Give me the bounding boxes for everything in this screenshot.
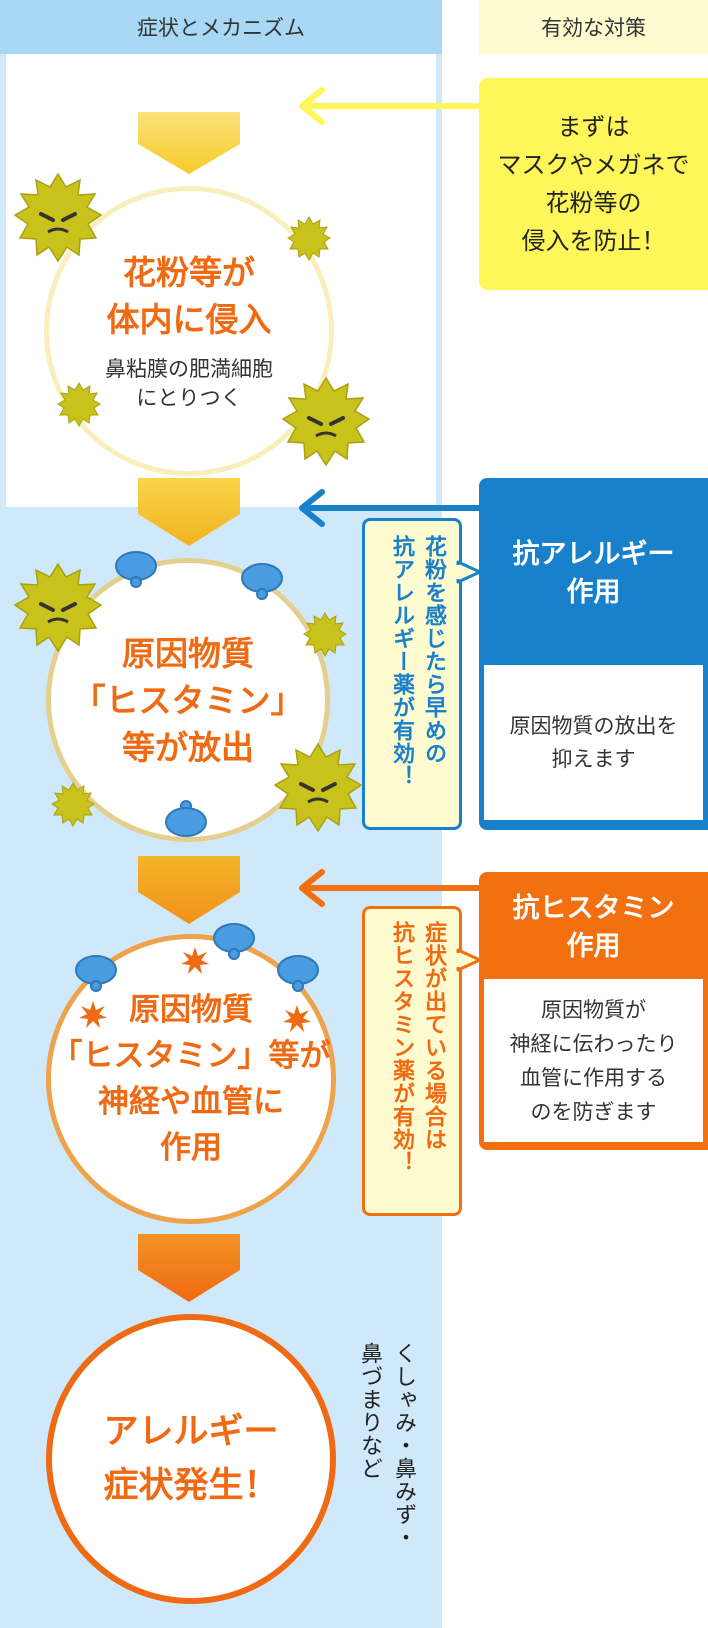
anti-histamine-body-line-2: 神経に伝わったり bbox=[509, 1031, 678, 1056]
step-1-subtitle: 鼻粘膜の肥満細胞 にとりつく bbox=[105, 355, 273, 413]
step-1-title-line-2: 体内に侵入 bbox=[106, 300, 272, 339]
step-2-title-line-2: 「ヒスタミン」 bbox=[72, 680, 304, 720]
anti-histamine-title: 抗ヒスタミン 作用 bbox=[484, 877, 703, 979]
pollen-icon bbox=[281, 376, 371, 467]
pollen-icon bbox=[303, 611, 347, 658]
pollen-icon bbox=[13, 562, 103, 653]
spark-icon bbox=[283, 1005, 311, 1032]
step-1-sub-line-2: にとりつく bbox=[136, 386, 242, 410]
anti-allergy-note-line-2: 抗アレルギー薬が有効！ bbox=[389, 535, 414, 788]
anti-allergy-body-line-1: 原因物質の放出を bbox=[509, 713, 678, 738]
down-arrow-3 bbox=[138, 856, 240, 924]
down-arrow-2 bbox=[138, 478, 240, 546]
pollen-icon bbox=[287, 215, 331, 262]
step-2-title-line-3: 等が放出 bbox=[122, 727, 254, 767]
step-3-title-line-4: 作用 bbox=[160, 1130, 222, 1166]
anti-histamine-body-line-1: 原因物質が bbox=[541, 997, 646, 1022]
anti-histamine-body-line-4: のを防ぎます bbox=[530, 1099, 657, 1124]
histamine-molecule-icon bbox=[115, 551, 157, 588]
mask-line-1: まずは bbox=[557, 113, 630, 141]
mask-prevention-box: まずは マスクやメガネで 花粉等の 侵入を防止！ bbox=[479, 78, 708, 290]
mask-line-4: 侵入を防止！ bbox=[521, 227, 666, 255]
step-4-title: アレルギー 症状発生！ bbox=[103, 1405, 278, 1513]
anti-histamine-description: 原因物質が 神経に伝わったり 血管に作用する のを防ぎます bbox=[484, 979, 703, 1142]
header-effective-measures: 有効な対策 bbox=[479, 0, 708, 54]
anti-allergy-drug-note: 花粉を感じたら早めの 抗アレルギー薬が有効！ bbox=[362, 518, 462, 830]
mask-line-2: マスクやメガネで bbox=[497, 151, 690, 179]
anti-allergy-title-line-1: 抗アレルギー bbox=[512, 539, 675, 570]
header-symptoms-mechanism: 症状とメカニズム bbox=[0, 0, 442, 54]
step-1-title: 花粉等が 体内に侵入 bbox=[107, 249, 272, 343]
pollen-icon bbox=[273, 742, 363, 833]
step-2-title-line-1: 原因物質 bbox=[122, 633, 254, 673]
anti-histamine-note-text: 症状が出ている場合は 抗ヒスタミン薬が有効！ bbox=[385, 921, 449, 1209]
step-2-title: 原因物質 「ヒスタミン」 等が放出 bbox=[73, 630, 304, 771]
step-4-title-line-1: アレルギー bbox=[103, 1412, 279, 1452]
symptoms-line-2: 鼻づまりなど bbox=[357, 1342, 382, 1480]
arrow-left-yellow bbox=[299, 87, 480, 125]
anti-allergy-title-line-2: 作用 bbox=[566, 577, 621, 608]
anti-allergy-body-line-2: 抑えます bbox=[551, 746, 636, 771]
step-1-sub-line-1: 鼻粘膜の肥満細胞 bbox=[105, 357, 273, 381]
anti-histamine-body-line-3: 血管に作用する bbox=[520, 1065, 667, 1090]
step-3-title-line-3: 神経や血管に bbox=[98, 1084, 284, 1120]
step-allergy-onset-circle: アレルギー 症状発生！ bbox=[46, 1314, 336, 1604]
anti-histamine-note-line-2: 抗ヒスタミン薬が有効！ bbox=[389, 921, 414, 1174]
histamine-molecule-icon bbox=[165, 800, 207, 837]
header-symptoms-label: 症状とメカニズム bbox=[137, 16, 305, 40]
symptoms-line-1: くしゃみ・鼻みず・ bbox=[391, 1342, 416, 1549]
anti-allergy-box: 抗アレルギー 作用 原因物質の放出を 抑えます bbox=[479, 478, 708, 830]
step-4-title-line-2: 症状発生！ bbox=[103, 1466, 279, 1506]
anti-histamine-box: 抗ヒスタミン 作用 原因物質が 神経に伝わったり 血管に作用する のを防ぎます bbox=[479, 872, 708, 1150]
anti-histamine-title-line-2: 作用 bbox=[566, 931, 621, 962]
histamine-molecule-icon bbox=[277, 955, 319, 992]
step-3-title-line-1: 原因物質 bbox=[129, 992, 253, 1028]
step-1-title-line-1: 花粉等が bbox=[123, 253, 255, 292]
anti-histamine-title-line-1: 抗ヒスタミン bbox=[512, 893, 675, 924]
mask-line-3: 花粉等の bbox=[545, 189, 642, 217]
step-3-title: 原因物質 「ヒスタミン」等が 神経や血管に 作用 bbox=[52, 987, 331, 1171]
arrow-left-orange bbox=[299, 869, 480, 907]
histamine-molecule-icon bbox=[213, 923, 255, 960]
spark-icon bbox=[79, 1001, 107, 1028]
step-histamine-release-circle: 原因物質 「ヒスタミン」 等が放出 bbox=[46, 558, 330, 842]
anti-allergy-description: 原因物質の放出を 抑えます bbox=[484, 665, 703, 820]
histamine-molecule-icon bbox=[75, 955, 117, 992]
anti-allergy-note-text: 花粉を感じたら早めの 抗アレルギー薬が有効！ bbox=[385, 535, 449, 821]
step-3-title-line-2: 「ヒスタミン」等が bbox=[51, 1038, 331, 1074]
pollen-icon bbox=[51, 781, 95, 828]
anti-histamine-note-line-1: 症状が出ている場合は bbox=[421, 921, 446, 1151]
arrow-left-blue bbox=[299, 489, 480, 527]
note-pointer bbox=[455, 948, 482, 972]
anti-histamine-drug-note: 症状が出ている場合は 抗ヒスタミン薬が有効！ bbox=[362, 906, 462, 1216]
panel-divider bbox=[436, 54, 442, 1628]
pollen-icon bbox=[13, 172, 103, 263]
histamine-molecule-icon bbox=[241, 563, 283, 600]
symptoms-examples-text: くしゃみ・鼻みず・ 鼻づまりなど bbox=[352, 1342, 420, 1612]
anti-allergy-note-line-1: 花粉を感じたら早めの bbox=[421, 535, 446, 765]
down-arrow-1 bbox=[138, 112, 240, 174]
note-pointer bbox=[455, 560, 482, 584]
pollen-icon bbox=[57, 381, 101, 428]
anti-allergy-title: 抗アレルギー 作用 bbox=[484, 483, 703, 665]
down-arrow-4 bbox=[138, 1234, 240, 1302]
spark-icon bbox=[181, 947, 209, 974]
header-measures-label: 有効な対策 bbox=[541, 16, 646, 40]
